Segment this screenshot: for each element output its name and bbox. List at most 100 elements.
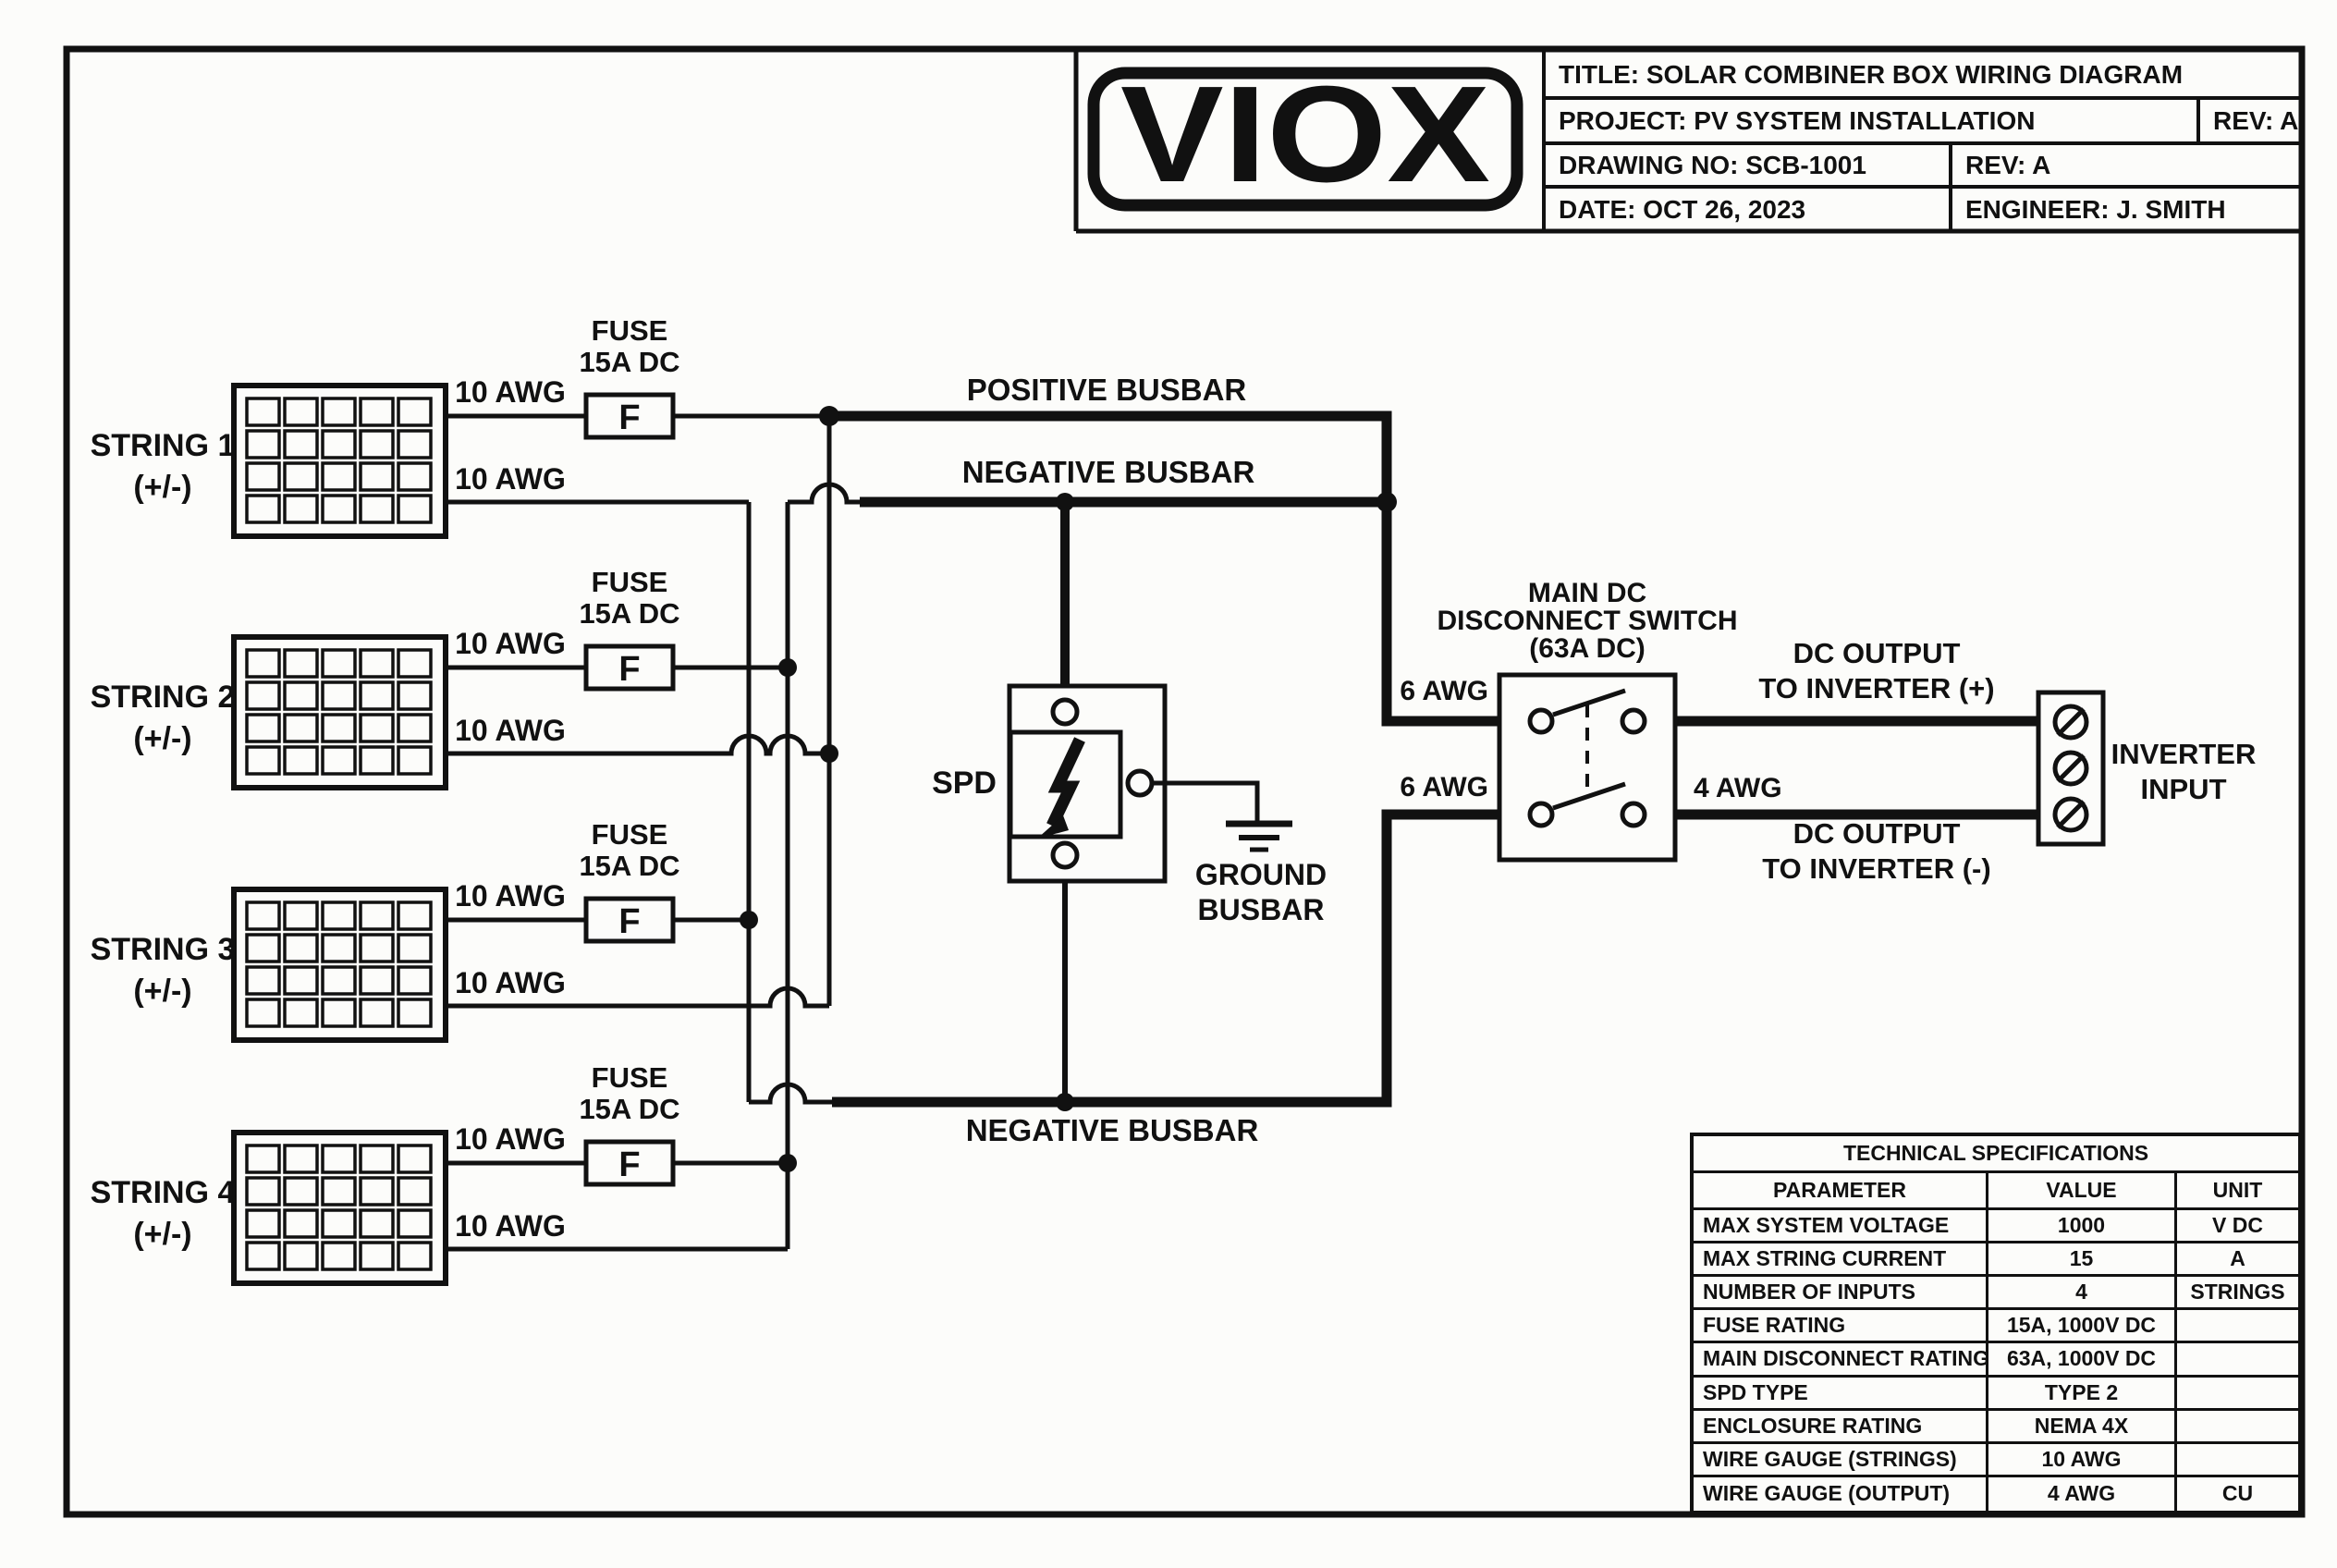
dc-output-pos-label1: DC OUTPUT [1793, 637, 1961, 669]
spec-param: WIRE GAUGE (STRINGS) [1694, 1443, 1988, 1477]
spec-value: 15A, 1000V DC [1988, 1310, 2177, 1344]
spec-col-value: VALUE [1988, 1173, 2177, 1210]
positive-busbar-line [829, 410, 1530, 727]
spec-value: 63A, 1000V DC [1988, 1343, 2177, 1378]
pv-panel-icons [231, 383, 448, 1286]
positive-busbar-label: POSITIVE BUSBAR [967, 373, 1247, 407]
spec-value: 10 AWG [1988, 1443, 2177, 1477]
spec-unit: CU [2221, 1481, 2254, 1506]
string1-label: STRING 1 [91, 428, 236, 463]
title-text: TITLE: SOLAR COMBINER BOX WIRING DIAGRAM [1559, 60, 2183, 89]
spec-unit [2177, 1378, 2298, 1411]
string3-polarity-label: (+/-) [133, 974, 191, 1009]
date-text: DATE: OCT 26, 2023 [1559, 195, 1805, 224]
spec-table-header: TECHNICAL SPECIFICATIONS [1694, 1136, 2298, 1173]
spd-device [1007, 502, 1168, 1102]
rev-text: REV: A [1965, 151, 2050, 179]
spec-value: 4 [1988, 1277, 2177, 1311]
junction-dots [740, 406, 1397, 1172]
awg10-label: 10 AWG [455, 714, 566, 747]
spec-unit: A [2177, 1243, 2298, 1278]
ground-busbar-label2: BUSBAR [1198, 893, 1325, 926]
spec-param: FUSE RATING [1694, 1310, 1988, 1344]
spec-unit [2177, 1444, 2298, 1477]
spec-value: 1000 [1988, 1210, 2177, 1244]
screw-terminal-icon [2052, 704, 2089, 833]
string4-label: STRING 4 [91, 1175, 236, 1210]
spd-bottom-terminal [1050, 840, 1080, 870]
spd-ground-terminal [1125, 768, 1155, 798]
fuse-icon [583, 1139, 676, 1187]
ground-symbol-icon [1152, 780, 1292, 852]
lightning-bolt-icon [1037, 737, 1085, 839]
awg10-label: 10 AWG [455, 879, 566, 913]
inverter-terminal-block [2036, 690, 2106, 847]
spd-top-terminal [1050, 697, 1080, 727]
sheet-border [63, 45, 2306, 1518]
dc-output-neg-label1: DC OUTPUT [1793, 817, 1961, 850]
viox-logo-text: VIOX [1120, 58, 1490, 211]
negative-busbar-bottom-line [832, 809, 1530, 1108]
spec-value: TYPE 2 [1988, 1377, 2177, 1411]
switch-label2: DISCONNECT SWITCH [1438, 606, 1738, 636]
disconnect-switch-symbol [1497, 672, 1678, 863]
string1-polarity-label: (+/-) [133, 470, 191, 505]
awg10-label: 10 AWG [455, 462, 566, 496]
title-block [1073, 52, 2299, 234]
spec-param: WIRE GAUGE (OUTPUT) [1694, 1476, 1988, 1511]
ground-busbar-label1: GROUND [1195, 858, 1327, 891]
string2-label: STRING 2 [91, 680, 236, 715]
fuse1-label2: 15A DC [579, 346, 679, 378]
fuse1-label1: FUSE [592, 314, 668, 347]
fuse2-label1: FUSE [592, 566, 668, 598]
spec-value: NEMA 4X [1988, 1410, 2177, 1444]
spec-col-unit: UNIT [2177, 1173, 2298, 1210]
inverter-input-label2: INPUT [2141, 773, 2227, 805]
drawing-no-text: DRAWING NO: SCB-1001 [1559, 151, 1866, 179]
pv-panel-icon [231, 887, 448, 1043]
spec-unit: STRINGS [2177, 1277, 2298, 1311]
rev-top-text: REV: A [2213, 106, 2298, 135]
dc-output-neg-label2: TO INVERTER (-) [1762, 852, 1990, 885]
spd-label: SPD [932, 766, 997, 801]
switch-label3: (63A DC) [1529, 633, 1646, 664]
spec-param: MAX STRING CURRENT [1694, 1243, 1988, 1278]
awg10-label: 10 AWG [455, 966, 566, 999]
awg10-label: 10 AWG [455, 1122, 566, 1156]
project-text: PROJECT: PV SYSTEM INSTALLATION [1559, 106, 2035, 135]
spec-value: 15 [1988, 1243, 2177, 1278]
fuse-icon [583, 643, 676, 692]
awg4-label: 4 AWG [1694, 773, 1782, 803]
spec-col-parameter: PARAMETER [1694, 1173, 1988, 1210]
string2-polarity-label: (+/-) [133, 721, 191, 756]
negative-busbar-bottom-label: NEGATIVE BUSBAR [966, 1113, 1259, 1147]
viox-logo: VIOX [1087, 58, 1523, 212]
spec-unit [2177, 1310, 2298, 1344]
fuse3-f: F [618, 902, 640, 941]
spec-unit: V DC [2177, 1210, 2298, 1244]
fuse3-label2: 15A DC [579, 850, 679, 882]
inverter-input-label1: INVERTER [2111, 738, 2257, 770]
dc-output-pos-label2: TO INVERTER (+) [1758, 672, 1994, 704]
awg6-bottom-label: 6 AWG [1400, 772, 1488, 802]
fuse1-f: F [618, 398, 640, 437]
spec-param: SPD TYPE [1694, 1377, 1988, 1411]
spec-param: MAX SYSTEM VOLTAGE [1694, 1210, 1988, 1244]
fuse4-label2: 15A DC [579, 1093, 679, 1125]
spec-unit [2177, 1411, 2298, 1444]
fuse3-label1: FUSE [592, 818, 668, 851]
pv-panel-icon [231, 634, 448, 790]
spec-param: ENCLOSURE RATING [1694, 1410, 1988, 1444]
fuse-icon [583, 896, 676, 944]
string4-polarity-label: (+/-) [133, 1217, 191, 1252]
pv-panel-icon [231, 383, 448, 539]
fuse4-label1: FUSE [592, 1061, 668, 1094]
pv-panel-icon [231, 1130, 448, 1286]
string3-label: STRING 3 [91, 932, 236, 967]
wire-network [446, 413, 860, 1252]
awg10-label: 10 AWG [455, 627, 566, 660]
fuse2-f: F [618, 650, 640, 689]
fuse-icon [583, 392, 676, 440]
